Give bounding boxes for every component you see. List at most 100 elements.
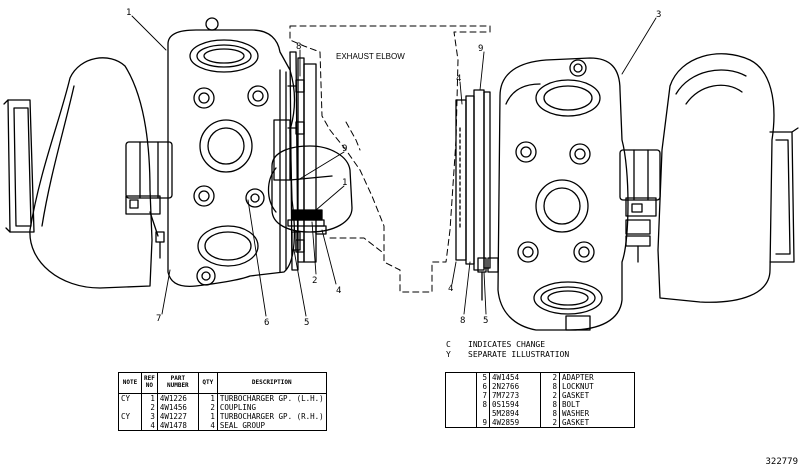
callout-7: 7 xyxy=(156,314,162,324)
table-cell-desc: TURBOCHARGER GP. (L.H.) xyxy=(219,394,324,403)
callout-3: 3 xyxy=(656,10,662,20)
legend-separate: Y SEPARATE ILLUSTRATION xyxy=(446,350,569,360)
table-cell-ref: 3 xyxy=(141,412,158,421)
callout-4-right: 4 xyxy=(456,74,462,84)
coupling-seal-group xyxy=(267,145,353,251)
table-cell-part: 4W1478 xyxy=(157,421,199,431)
table-cell-note xyxy=(118,421,142,431)
right-bolt-bosses xyxy=(515,59,595,331)
callout-5-left: 5 xyxy=(304,318,310,328)
table-cell-part: 4W1454 xyxy=(489,372,541,382)
legend-text-separate: SEPARATE ILLUSTRATION xyxy=(468,350,570,359)
exhaust-elbow-outline xyxy=(289,25,491,293)
table-cell-qty: 1 xyxy=(198,412,218,421)
callout-4-low: 4 xyxy=(336,286,342,296)
header-note: NOTE xyxy=(118,372,142,394)
table-cell-qty: 2 xyxy=(540,418,560,428)
header-desc: DESCRIPTION xyxy=(217,372,327,394)
callout-8-bottom: 8 xyxy=(460,316,466,326)
table-cell-desc: GASKET xyxy=(562,391,590,400)
table-cell-qty: 2 xyxy=(540,372,560,382)
table-cell-ref xyxy=(476,409,490,418)
table-cell-desc: GASKET xyxy=(562,418,590,427)
parts-table-left: NOTE REF NO PART NUMBER QTY DESCRIPTION … xyxy=(118,372,327,431)
table-cell-note xyxy=(445,382,477,391)
table-cell-qty: 8 xyxy=(540,409,560,418)
left-bolt-bosses xyxy=(193,17,269,286)
callout-2: 2 xyxy=(312,276,318,286)
table-cell-desc: LOCKNUT xyxy=(562,382,594,391)
table-cell-part: 4W2859 xyxy=(489,418,541,428)
legend-text-change: INDICATES CHANGE xyxy=(468,340,546,349)
callout-9-top: 9 xyxy=(478,44,484,54)
callout-1: 1 xyxy=(126,8,132,18)
legend-symbol-y: Y xyxy=(446,350,451,359)
table-cell-qty: 2 xyxy=(540,391,560,400)
header-qty: QTY xyxy=(198,372,218,394)
exhaust-elbow-label: EXHAUST ELBOW xyxy=(336,52,405,61)
figure-number: 322779 xyxy=(765,457,798,467)
table-cell-qty: 8 xyxy=(540,400,560,409)
legend-change: C INDICATES CHANGE xyxy=(446,340,545,350)
table-header-row: NOTE REF NO PART NUMBER QTY DESCRIPTION xyxy=(118,372,327,394)
right-adapter-stack xyxy=(455,89,499,301)
table-cell-part: 7M7273 xyxy=(489,391,541,400)
table-cell-ref: 9 xyxy=(476,418,490,428)
table-cell-ref: 5 xyxy=(476,372,490,382)
table-cell-ref: 2 xyxy=(141,403,158,412)
right-turbocharger xyxy=(497,53,799,331)
table-cell-part: 4W1227 xyxy=(157,412,199,421)
table-cell-qty: 1 xyxy=(198,393,218,403)
table-cell-note xyxy=(445,391,477,400)
callout-4-rlow: 4 xyxy=(448,284,454,294)
table-cell-ref: 4 xyxy=(141,421,158,431)
table-cell-part: 4W1226 xyxy=(157,393,199,403)
legend-symbol-c: C xyxy=(446,340,451,349)
table-cell-part: 2N2766 xyxy=(489,382,541,391)
callout-6: 6 xyxy=(264,318,270,328)
callout-9-mid: 9 xyxy=(342,144,348,154)
table-cell-ref: 6 xyxy=(476,382,490,391)
table-cell-note xyxy=(118,403,142,412)
table-cell-ref: 8 xyxy=(476,400,490,409)
callout-8-top: 8 xyxy=(296,42,302,52)
table-cell-part: 5M2894 xyxy=(489,409,541,418)
table-cell-qty: 4 xyxy=(198,421,218,431)
table-cell-desc: TURBOCHARGER GP. (R.H.) xyxy=(219,412,324,421)
table-cell-note xyxy=(445,400,477,409)
table-cell-desc: WASHER xyxy=(562,409,590,418)
table-cell-desc: BOLT xyxy=(562,400,581,409)
table-cell-qty: 8 xyxy=(540,382,560,391)
table-cell-desc: SEAL GROUP xyxy=(219,421,265,430)
table-cell-ref: 1 xyxy=(141,393,158,403)
table-cell-part: 4W1456 xyxy=(157,403,199,412)
table-cell-note: CY xyxy=(118,412,142,421)
left-turbocharger xyxy=(3,17,296,289)
table-cell-ref: 7 xyxy=(476,391,490,400)
table-cell-note xyxy=(445,409,477,418)
callout-leaders xyxy=(131,15,657,317)
table-cell-part: 0S1594 xyxy=(489,400,541,409)
table-cell-note xyxy=(445,418,477,428)
header-part: PART NUMBER xyxy=(157,372,199,394)
table-cell-note xyxy=(445,372,477,382)
table-cell-desc: COUPLING xyxy=(219,403,256,412)
table-cell-desc: ADAPTER xyxy=(562,373,594,382)
table-cell-note: CY xyxy=(118,393,142,403)
callout-5-bottom: 5 xyxy=(483,316,489,326)
callout-1-mid: 1 xyxy=(342,178,348,188)
table-cell-qty: 2 xyxy=(198,403,218,412)
header-ref: REF NO xyxy=(141,372,158,394)
